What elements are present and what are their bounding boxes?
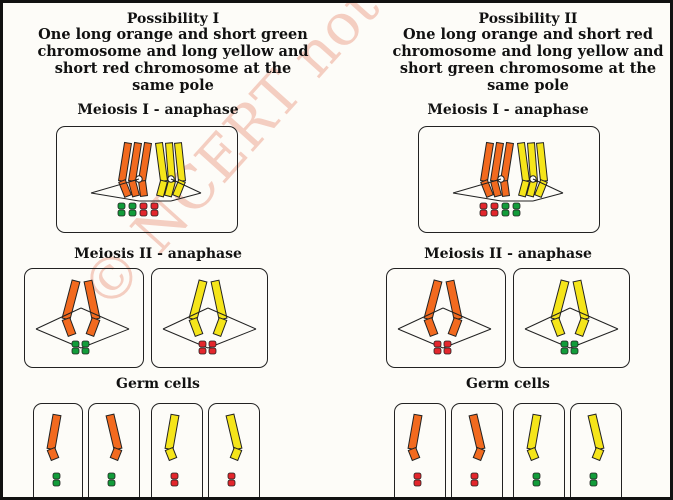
- p1-g3-long: [165, 414, 179, 449]
- p2-g1-short: [414, 473, 421, 479]
- p2-g4-short: [590, 473, 597, 479]
- p2-m2-a-short-2: [444, 341, 451, 347]
- p1-m1-short-1-b: [118, 210, 125, 216]
- p2-m2-b-short-2: [571, 341, 578, 347]
- p2-m1-short-3: [502, 203, 509, 209]
- p2-g3-short-b: [533, 480, 540, 486]
- p1-m2-b-short-1: [199, 341, 206, 347]
- p1-m2-b-short-2: [209, 341, 216, 347]
- p2-m1-short-1-b: [480, 210, 487, 216]
- p2-g2-long: [469, 414, 485, 450]
- p2-m2-b-spindle-3: [570, 308, 618, 329]
- p2-g3-short: [533, 473, 540, 479]
- p2-m2-a-spindle-1: [398, 308, 443, 329]
- p2-m1-short-2-b: [491, 210, 498, 216]
- p2-m1-short-4-b: [513, 210, 520, 216]
- p1-g4-short: [228, 473, 235, 479]
- p1-g4-long-lower: [230, 448, 241, 461]
- p2-g4-long-lower: [592, 448, 603, 461]
- p2-m2-b-long-2: [573, 280, 589, 320]
- p2-m2-b-long-1: [551, 280, 569, 320]
- p2-m1-short-2: [491, 203, 498, 209]
- p1-m2-a-long-2-lower: [86, 318, 99, 337]
- p1-g4-short-b: [228, 480, 235, 486]
- p2-m2-a-long-2-lower: [448, 318, 461, 337]
- p2-m1-short-3-b: [502, 210, 509, 216]
- p2-g3-long-lower: [527, 448, 538, 461]
- p2-m2-b-spindle-1: [525, 308, 570, 329]
- p1-m1-orange-3-lower: [139, 181, 148, 197]
- p1-m2-b-short-1-b: [199, 348, 206, 354]
- p2-g1-short-b: [414, 480, 421, 486]
- p1-g3-short: [171, 473, 178, 479]
- p2-g2-short-b: [471, 480, 478, 486]
- chromosome-drawings: [3, 3, 673, 500]
- p2-m2-b-long-2-lower: [575, 318, 588, 337]
- p1-m2-a-short-1-b: [72, 348, 79, 354]
- p1-m2-a-short-1: [72, 341, 79, 347]
- p1-g4-long: [226, 414, 242, 450]
- p1-g2-long-lower: [110, 448, 121, 461]
- p1-m1-short-4: [151, 203, 158, 209]
- p1-g1-long: [47, 414, 61, 449]
- p1-g2-long: [106, 414, 122, 450]
- p1-m2-a-long-2: [84, 280, 100, 320]
- p2-m1-short-4: [513, 203, 520, 209]
- p2-m2-b-short-1-b: [561, 348, 568, 354]
- p1-m1-short-4-b: [151, 210, 158, 216]
- p1-m1-short-3-b: [140, 210, 147, 216]
- p1-m2-a-spindle-1: [36, 308, 81, 329]
- p1-m2-b-long-2: [211, 280, 227, 320]
- p1-m2-a-short-2: [82, 341, 89, 347]
- p1-g3-long-lower: [165, 448, 176, 461]
- p2-m2-b-long-1-lower: [551, 318, 564, 337]
- p2-m1-yellow-3: [537, 143, 548, 182]
- p2-g2-short: [471, 473, 478, 479]
- p2-m2-a-short-2-b: [444, 348, 451, 354]
- p1-m2-a-short-2-b: [82, 348, 89, 354]
- p1-m1-short-1: [118, 203, 125, 209]
- p1-g3-short-b: [171, 480, 178, 486]
- p2-g2-long-lower: [473, 448, 484, 461]
- p2-g1-long: [408, 414, 422, 449]
- p2-m2-b-short-1: [561, 341, 568, 347]
- p2-m2-a-short-1-b: [434, 348, 441, 354]
- p1-m2-a-long-1: [62, 280, 80, 320]
- p1-m2-b-spindle-1: [163, 308, 208, 329]
- p2-g4-long: [588, 414, 604, 450]
- p1-g1-short: [53, 473, 60, 479]
- p1-m2-a-spindle-3: [81, 308, 129, 329]
- p2-g1-long-lower: [408, 448, 419, 461]
- p1-g2-short: [108, 473, 115, 479]
- p2-m1-short-1: [480, 203, 487, 209]
- p1-m2-b-long-1: [189, 280, 207, 320]
- p1-g2-short-b: [108, 480, 115, 486]
- p1-m1-short-2-b: [129, 210, 136, 216]
- p1-g1-short-b: [53, 480, 60, 486]
- p2-m1-orange-3-lower: [501, 181, 510, 197]
- p2-g4-short-b: [590, 480, 597, 486]
- p1-g1-long-lower: [47, 448, 58, 461]
- p1-m1-short-3: [140, 203, 147, 209]
- p1-m2-a-long-1-lower: [62, 318, 75, 337]
- p1-m2-b-long-2-lower: [213, 318, 226, 337]
- p2-m2-a-spindle-3: [443, 308, 491, 329]
- p1-m1-yellow-3: [175, 143, 186, 182]
- p1-m1-short-2: [129, 203, 136, 209]
- p1-m2-b-spindle-3: [208, 308, 256, 329]
- p2-m2-b-short-2-b: [571, 348, 578, 354]
- p2-g3-long: [527, 414, 541, 449]
- p2-m2-a-short-1: [434, 341, 441, 347]
- p2-m2-a-long-2: [446, 280, 462, 320]
- p1-m2-b-long-1-lower: [189, 318, 202, 337]
- p2-m2-a-long-1: [424, 280, 442, 320]
- p1-m2-b-short-2-b: [209, 348, 216, 354]
- p2-m2-a-long-1-lower: [424, 318, 437, 337]
